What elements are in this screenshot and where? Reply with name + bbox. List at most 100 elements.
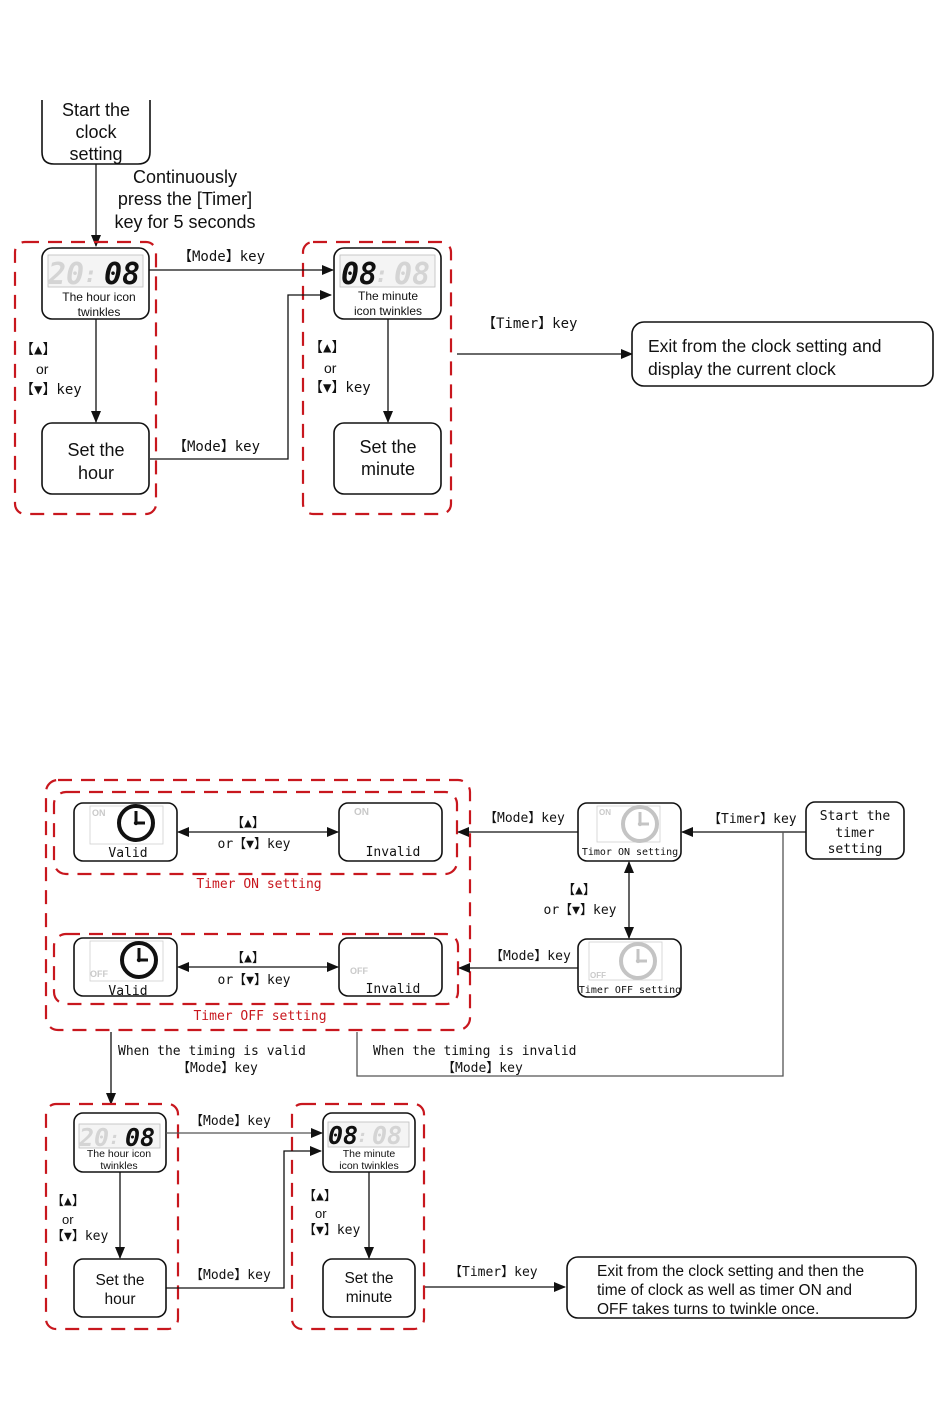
svg-text:or: or	[315, 1206, 327, 1221]
svg-text:Set the: Set the	[344, 1270, 393, 1287]
svg-text:hour: hour	[104, 1291, 135, 1308]
svg-text::: :	[375, 263, 388, 288]
svg-text:Set the: Set the	[67, 440, 124, 460]
svg-text:Set the: Set the	[95, 1272, 144, 1289]
svg-text:【Mode】key: 【Mode】key	[490, 949, 571, 964]
svg-text:【Mode】key: 【Mode】key	[190, 1268, 271, 1283]
minute-twinkle-box: 08 : 08 The minute icon twinkles	[333, 247, 442, 320]
set-minute-box: Set the minute	[333, 422, 442, 495]
hour-setting-group	[13, 240, 158, 516]
svg-text:minute: minute	[361, 459, 415, 479]
svg-text:key for 5 seconds: key for 5 seconds	[114, 212, 255, 232]
minute-updown-label: 【▲】 or 【▼】key	[309, 340, 371, 396]
svg-text:Set the: Set the	[359, 437, 416, 457]
timer-set-hour-to-minute-mode-arrow	[166, 1146, 322, 1289]
svg-text:OFF: OFF	[590, 971, 606, 980]
timer-minute-updown-label: 【▲】 or 【▼】key	[303, 1189, 360, 1238]
timer-minute-setting-group	[290, 1102, 426, 1331]
timer-set-hour-box: Set the hour	[73, 1258, 167, 1318]
svg-text:Start the: Start the	[820, 809, 891, 824]
svg-text:minute: minute	[346, 1289, 393, 1306]
minute-digits-lit: 08	[341, 257, 377, 292]
svg-text:【▲】: 【▲】	[303, 1189, 337, 1204]
svg-text:【▼】key: 【▼】key	[303, 1223, 360, 1238]
svg-text:【▲】: 【▲】	[20, 342, 56, 358]
timer-on-group-caption: Timer ON setting	[196, 877, 321, 892]
svg-text:icon twinkles: icon twinkles	[339, 1160, 399, 1172]
svg-text:Invalid: Invalid	[366, 845, 421, 860]
svg-text:08: 08	[328, 1121, 358, 1150]
svg-text:【Mode】key: 【Mode】key	[190, 1114, 271, 1129]
svg-text:Exit from the clock setting an: Exit from the clock setting and then the	[597, 1263, 864, 1280]
svg-text:ON: ON	[92, 808, 106, 818]
svg-text:【▲】: 【▲】	[51, 1194, 85, 1209]
svg-text:ON: ON	[354, 807, 369, 818]
svg-text:or【▼】key: or【▼】key	[218, 973, 291, 988]
svg-text:or【▼】key: or【▼】key	[218, 837, 291, 852]
hour-twinkle-box: 20 : 08 The hour icon twinkles	[41, 247, 150, 320]
mode-key-label-bottom: 【Mode】key	[173, 439, 260, 455]
svg-text::: :	[357, 1126, 368, 1147]
timer-hour-setting-group	[44, 1102, 180, 1331]
timer-off-invalid-box: OFF Invalid	[338, 937, 443, 997]
svg-text:OFF: OFF	[350, 966, 368, 976]
svg-text:ON: ON	[599, 808, 611, 817]
svg-text:【Mode】key: 【Mode】key	[442, 1061, 523, 1076]
svg-text:【▼】key: 【▼】key	[309, 380, 371, 396]
svg-text:The minute: The minute	[358, 289, 418, 303]
svg-text:icon twinkles: icon twinkles	[354, 304, 422, 318]
svg-text:Timer OFF setting: Timer OFF setting	[579, 985, 681, 996]
long-press-timer-label: Continuously press the [Timer] key for 5…	[114, 167, 255, 232]
start-clock-line-2: clock	[75, 122, 117, 142]
svg-text:or【▼】key: or【▼】key	[544, 903, 617, 918]
svg-text::: :	[84, 263, 97, 288]
start-clock-line-3: setting	[69, 144, 122, 164]
timer-setting-diagram: ON Valid ON Invalid 【▲】 or【▼】key Timer O…	[44, 778, 917, 1331]
start-clock-setting-box: Start the clock setting	[41, 100, 151, 165]
timer-hour-twinkle-box: 20 : 08 The hour icon twinkles	[73, 1112, 167, 1173]
svg-text:When the timing is invalid: When the timing is invalid	[373, 1044, 577, 1059]
svg-text:When the timing is valid: When the timing is valid	[118, 1044, 306, 1059]
svg-text:Valid: Valid	[108, 984, 147, 999]
timer-off-setting-box: OFF Timer OFF setting	[577, 938, 682, 998]
set-hour-to-minute-mode-arrow	[150, 290, 332, 460]
timer-on-invalid-box: ON Invalid	[338, 802, 443, 862]
svg-text:【Mode】key: 【Mode】key	[484, 811, 565, 826]
svg-text:08: 08	[372, 1121, 402, 1150]
start-clock-line-1: Start the	[62, 100, 130, 120]
svg-text:timer: timer	[835, 826, 874, 841]
exit-timer-clock-box: Exit from the clock setting and then the…	[566, 1256, 917, 1319]
svg-text:The hour icon: The hour icon	[62, 290, 135, 304]
start-timer-setting-box: Start the timer setting	[805, 801, 905, 860]
svg-text:or: or	[36, 361, 49, 377]
svg-text:20: 20	[78, 1123, 109, 1152]
timer-minute-twinkle-box: 08 : 08 The minute icon twinkles	[322, 1112, 416, 1173]
svg-text:【▲】: 【▲】	[562, 883, 596, 898]
mode-key-label-top: 【Mode】key	[178, 249, 265, 265]
svg-text:setting: setting	[828, 842, 883, 857]
timer-off-valid-box: OFF Valid	[73, 937, 178, 999]
svg-text:Valid: Valid	[108, 846, 147, 861]
svg-text:The minute: The minute	[343, 1148, 396, 1160]
svg-text:time of clock as well as timer: time of clock as well as timer ON and	[597, 1282, 852, 1299]
svg-text:display the current clock: display the current clock	[648, 359, 836, 379]
svg-text:or: or	[62, 1212, 74, 1227]
svg-text:【▼】key: 【▼】key	[20, 382, 82, 398]
timer-set-minute-box: Set the minute	[322, 1258, 416, 1318]
svg-text:【Timer】key: 【Timer】key	[449, 1265, 538, 1280]
svg-text:08: 08	[125, 1123, 155, 1152]
svg-text:【Mode】key: 【Mode】key	[177, 1061, 258, 1076]
svg-text::: :	[109, 1128, 120, 1149]
svg-text:or: or	[324, 360, 337, 376]
hour-updown-label: 【▲】 or 【▼】key	[20, 342, 82, 398]
hour-digits-lit: 08	[104, 257, 140, 292]
minute-digits-dim: 08	[394, 257, 430, 292]
svg-text:【Timer】key: 【Timer】key	[708, 812, 797, 827]
minute-setting-group	[301, 240, 453, 516]
svg-text:OFF takes turns to twinkle onc: OFF takes turns to twinkle once.	[597, 1301, 819, 1318]
clock-setting-diagram: Start the clock setting Continuously pre…	[13, 100, 934, 516]
invalid-timing-path	[356, 832, 784, 1077]
svg-text:【▲】: 【▲】	[309, 340, 345, 356]
svg-text:Continuously: Continuously	[133, 167, 237, 187]
